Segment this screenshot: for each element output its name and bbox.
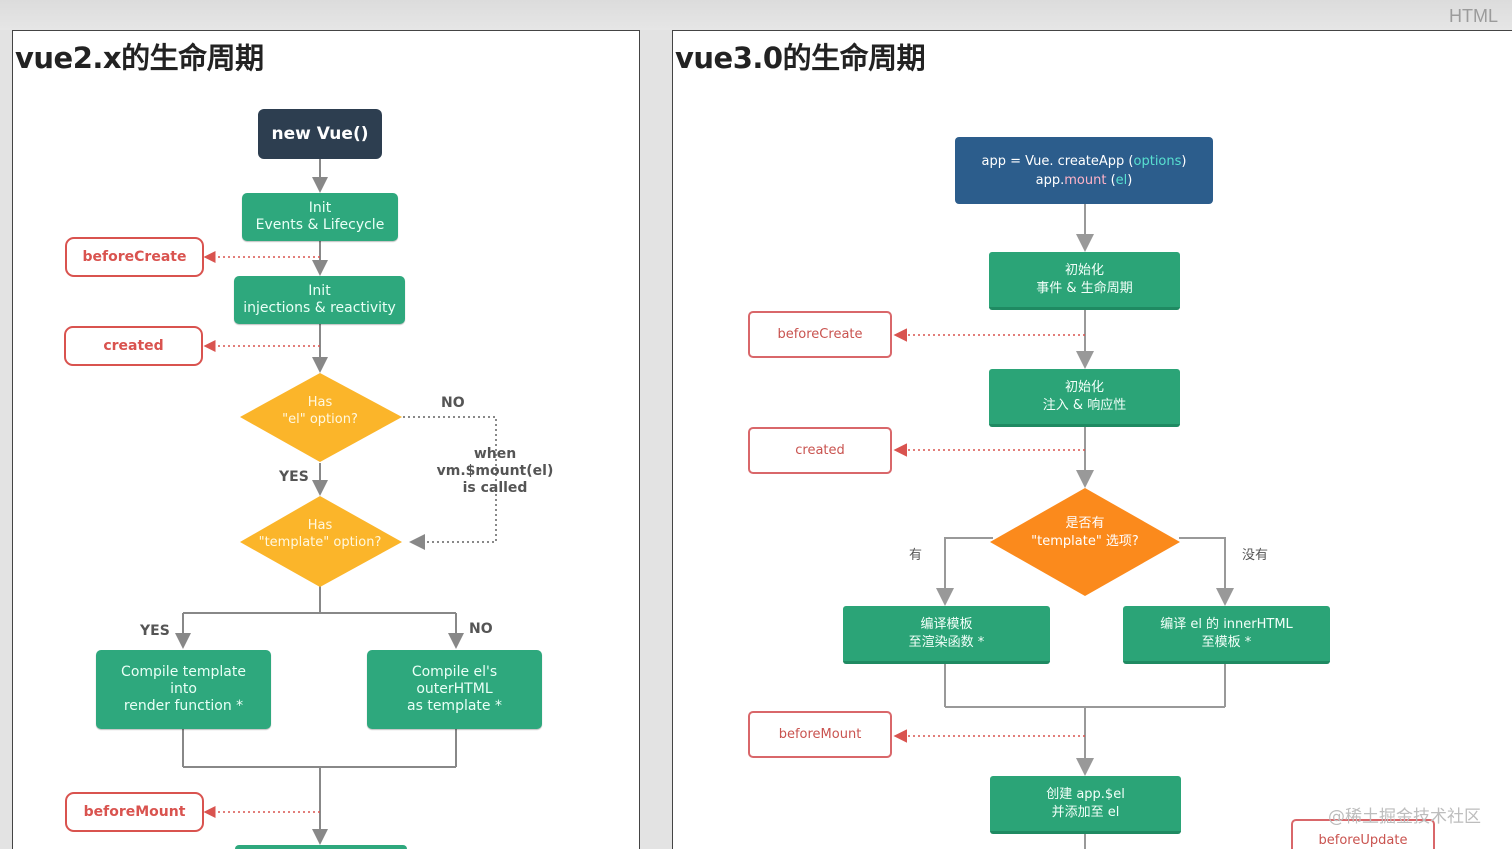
init-events-line1: Init xyxy=(308,200,332,216)
init-events-node-cn: 初始化 事件 & 生命周期 xyxy=(989,252,1180,310)
has-template-cn-line2: "template" 选项? xyxy=(1031,534,1139,549)
mount-note-line3: is called xyxy=(462,480,528,496)
init-injections-cn-line1: 初始化 xyxy=(1064,379,1104,395)
compile-el-node: Compile el's outerHTML as template * xyxy=(367,650,542,729)
has-el-line1: Has xyxy=(307,395,333,410)
compile-el-line2: outerHTML xyxy=(416,681,493,697)
topbar-label: HTML xyxy=(1449,6,1498,26)
compile-template-line1: Compile template xyxy=(121,664,246,680)
watermark: @稀土掘金技术社区 xyxy=(1328,807,1481,827)
vue2-title: vue2.x的生命周期 xyxy=(15,41,264,75)
init-events-line2: Events & Lifecycle xyxy=(255,217,385,233)
init-injections-line2: injections & reactivity xyxy=(243,300,396,316)
top-bar: HTML xyxy=(0,0,1512,30)
init-injections-node: Init injections & reactivity xyxy=(234,276,405,324)
create-app-line1: app = Vue. createApp (options) xyxy=(981,153,1187,169)
has-template-cn-text: 是否有 "template" 选项? xyxy=(1010,515,1160,551)
compile-el-cn-line2: 至模板 * xyxy=(1201,634,1252,650)
has-el-diamond xyxy=(240,373,402,462)
hook-created: created xyxy=(64,326,203,366)
hook-before-update-cn: beforeUpdate xyxy=(1291,819,1435,849)
init-injections-node-cn: 初始化 注入 & 响应性 xyxy=(989,369,1180,427)
label-no-cn: 没有 xyxy=(1242,548,1269,563)
mount-note-line1: when xyxy=(473,446,517,462)
label-no-1: NO xyxy=(441,395,465,411)
vue2-connectors xyxy=(175,159,497,849)
has-template-line2: "template" option? xyxy=(258,535,382,550)
has-template-cn-line1: 是否有 xyxy=(1065,516,1105,531)
has-template-diamond-cn xyxy=(990,488,1180,596)
compile-template-cn-line2: 至渲染函数 * xyxy=(908,634,985,650)
has-el-line2: "el" option? xyxy=(282,412,358,427)
compile-el-cn-line1: 编译 el 的 innerHTML xyxy=(1160,616,1293,632)
vue3-connectors xyxy=(893,204,1234,849)
vue3-lifecycle-panel: vue3.0的生命周期 app = Vue. createApp (option… xyxy=(672,30,1512,849)
init-injections-cn-line2: 注入 & 响应性 xyxy=(1042,397,1127,413)
init-events-node: Init Events & Lifecycle xyxy=(242,193,398,241)
new-vue-node: new Vue() xyxy=(258,109,382,159)
hook-before-mount-cn: beforeMount xyxy=(748,711,892,758)
compile-template-node-cn: 编译模板 至渲染函数 * xyxy=(843,606,1050,664)
mount-note: when vm.$mount(el) is called xyxy=(434,446,556,497)
hook-before-create-cn: beforeCreate xyxy=(748,311,892,358)
init-events-cn-line1: 初始化 xyxy=(1064,262,1104,278)
init-events-cn-line2: 事件 & 生命周期 xyxy=(1036,280,1133,296)
compile-template-line2: into xyxy=(170,681,197,697)
mount-note-line2: vm.$mount(el) xyxy=(436,463,554,479)
vue2-lifecycle-panel: vue2.x的生命周期 new Vue() xyxy=(12,30,640,849)
compile-template-cn-line1: 编译模板 xyxy=(920,616,973,632)
label-no-2: NO xyxy=(469,621,493,637)
vue3-title: vue3.0的生命周期 xyxy=(675,41,926,75)
has-template-text: Has "template" option? xyxy=(245,517,395,551)
create-el-cn-line1: 创建 app.$el xyxy=(1046,786,1125,802)
compile-el-line1: Compile el's xyxy=(411,664,498,680)
create-app-line2: app.mount (el) xyxy=(1035,172,1133,188)
label-yes-cn: 有 xyxy=(909,548,923,563)
init-injections-line1: Init xyxy=(308,283,331,299)
hook-before-create: beforeCreate xyxy=(65,237,204,277)
compile-el-node-cn: 编译 el 的 innerHTML 至模板 * xyxy=(1123,606,1330,664)
create-el-cn-line2: 并添加至 el xyxy=(1051,804,1120,820)
hook-before-mount: beforeMount xyxy=(65,792,204,832)
create-app-node: app = Vue. createApp (options) app.mount… xyxy=(955,137,1213,204)
has-template-diamond xyxy=(240,496,402,587)
compile-template-node: Compile template into render function * xyxy=(96,650,271,729)
create-el-node-cn: 创建 app.$el 并添加至 el xyxy=(990,776,1181,834)
compile-el-line3: as template * xyxy=(407,698,502,714)
compile-template-line3: render function * xyxy=(123,698,244,714)
has-el-text: Has "el" option? xyxy=(260,394,380,428)
hook-created-cn: created xyxy=(748,427,892,474)
label-yes-1: YES xyxy=(279,469,309,485)
has-template-line1: Has xyxy=(307,518,333,533)
label-yes-2: YES xyxy=(140,623,170,639)
